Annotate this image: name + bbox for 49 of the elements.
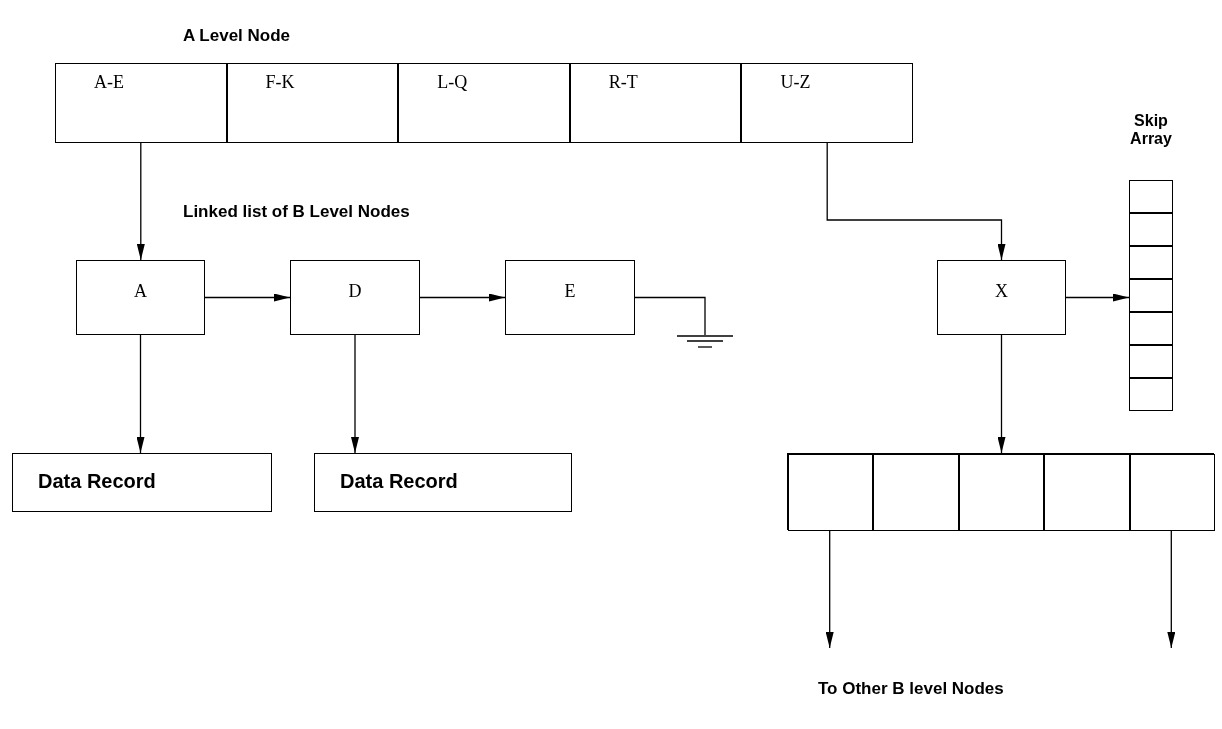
record-label: Data Record [340, 470, 458, 493]
node-label: A [133, 281, 148, 302]
data-record-box [314, 453, 572, 512]
array-cell [226, 63, 399, 143]
array-cell [1129, 345, 1173, 378]
record-label: Data Record [38, 470, 156, 493]
array-cell [1129, 213, 1173, 246]
array-cell [1044, 454, 1130, 531]
array-cell [741, 63, 913, 143]
list-node-box [76, 260, 205, 335]
list-node-box [505, 260, 635, 335]
arrow [1065, 293, 1130, 302]
array-cell [958, 454, 1045, 531]
cell-label: R-T [608, 72, 638, 93]
array-cell [873, 454, 959, 531]
array-cell [788, 454, 874, 531]
arrow [204, 293, 291, 302]
cell-label: F-K [265, 72, 295, 93]
array-cell [55, 63, 227, 143]
arrow [826, 142, 1006, 261]
node-label: D [347, 281, 363, 302]
array-cell [398, 63, 570, 143]
array-cell [1129, 246, 1173, 279]
array-box [787, 453, 1214, 530]
array-cell [1129, 180, 1173, 213]
cell-label: A-E [94, 72, 124, 93]
node-label: X [994, 281, 1009, 302]
cell-label: U-Z [780, 72, 811, 93]
cell-label: L-Q [437, 72, 468, 93]
array-cell [1129, 279, 1173, 312]
arrow [825, 529, 834, 649]
caption-label: To Other B level Nodes [818, 679, 1004, 699]
heading: A Level Node [183, 26, 291, 46]
list-node-box [937, 260, 1066, 335]
array-cell [1129, 378, 1173, 411]
data-record-box [12, 453, 272, 512]
arrow [1167, 529, 1176, 649]
caption-label: Linked list of B Level Nodes [183, 202, 410, 222]
array-cell [1129, 454, 1215, 531]
arrow [136, 334, 145, 454]
arrow [136, 142, 145, 261]
node-label: E [563, 281, 577, 302]
heading: Skip Array [1129, 112, 1173, 148]
array-cell [569, 63, 742, 143]
arrow [997, 334, 1006, 454]
arrow [419, 293, 506, 302]
arrow [351, 334, 359, 454]
list-node-box [290, 260, 420, 335]
array-cell [1129, 312, 1173, 345]
